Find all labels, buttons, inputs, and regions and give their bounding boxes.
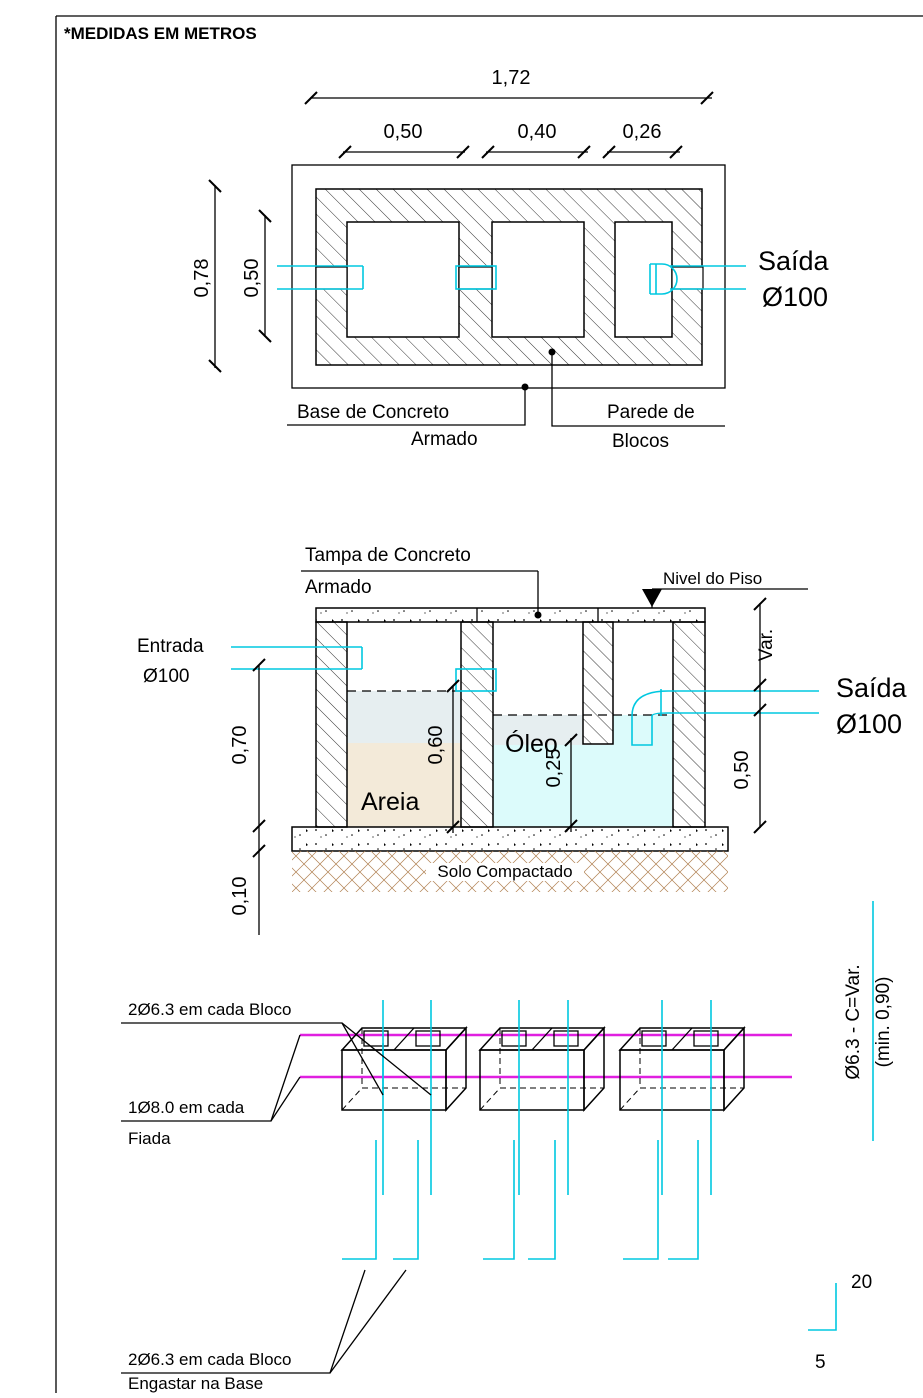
dim-070: 0,70: [229, 726, 251, 765]
lid-label-line1: Tampa de Concreto: [305, 545, 471, 566]
lid-label-line2: Armado: [305, 577, 372, 598]
oil-layer-left: [347, 691, 461, 743]
floor-level-marker: [642, 589, 662, 607]
block-1: [340, 1026, 468, 1112]
dim-chamber-3: 0,26: [623, 121, 662, 143]
section-view: Solo Compactado Entrada Ø100 Saída Ø100 …: [137, 545, 908, 935]
units-note: *MEDIDAS EM METROS: [64, 24, 257, 43]
section-left-wall: [315, 621, 348, 828]
rebar-detail: Ø6.3 - C=Var. (min. 0,90) 20 5 2Ø6.3 em …: [121, 901, 894, 1393]
dim-chamber-1: 0,50: [384, 121, 423, 143]
floor-level-label: Nivel do Piso: [663, 569, 762, 588]
wall-leader: [551, 352, 725, 427]
plan-outlet-label: Saída: [758, 246, 830, 276]
plan-middle-pipe: [455, 265, 497, 290]
dim-inner-height: 0,50: [241, 259, 263, 298]
base-label-line2: Armado: [411, 429, 478, 450]
sand-layer: [347, 743, 461, 827]
plan-outlet-elbow: [649, 263, 678, 295]
plan-base-outline: [291, 164, 726, 389]
hook-bottom: 5: [815, 1352, 826, 1373]
dim-010: 0,10: [229, 877, 251, 916]
dim-outer-height: 0,78: [191, 259, 213, 298]
anchor-label-line1: 2Ø6.3 em cada Bloco: [128, 1350, 291, 1369]
wall-label-line2: Blocos: [612, 431, 669, 452]
anchor-label-line2: Engastar na Base: [128, 1374, 263, 1393]
dim-060: 0,60: [425, 726, 447, 765]
sand-label: Areia: [361, 788, 419, 816]
block-2: [478, 1026, 606, 1112]
dim-total: 1,72: [492, 67, 531, 89]
dim-chamber-2: 0,40: [518, 121, 557, 143]
plan-block-walls: [315, 188, 703, 366]
inlet-diameter: Ø100: [143, 666, 189, 687]
horizontal-bar-label-line2: Fiada: [128, 1129, 171, 1148]
dim-var: Var.: [756, 629, 777, 661]
wall-label-line1: Parede de: [607, 402, 695, 423]
horizontal-bar-label-line1: 1Ø8.0 em cada: [128, 1098, 245, 1117]
concrete-lid: [315, 607, 706, 623]
oil-layer: [493, 715, 583, 745]
dim-050: 0,50: [731, 751, 753, 790]
section-baffle: [582, 621, 614, 745]
vertical-bars: [382, 1000, 712, 1195]
plan-view: 1,72 0,50 0,40 0,26 0,78 0,50: [191, 67, 830, 452]
section-middle-wall: [460, 621, 494, 828]
base-label-line1: Base de Concreto: [297, 402, 449, 423]
water-layer: [493, 745, 673, 827]
plan-outlet-diameter: Ø100: [762, 282, 828, 312]
oil-label: Óleo: [505, 729, 558, 758]
dim-025: 0,25: [543, 749, 565, 788]
hook-detail: [808, 1283, 837, 1331]
soil-label: Solo Compactado: [437, 862, 572, 881]
section-outlet-label: Saída: [836, 673, 908, 703]
bar-spec-line2: (min. 0,90): [873, 977, 894, 1068]
block-3: [618, 1026, 746, 1112]
inlet-label: Entrada: [137, 636, 204, 657]
anchor-bars: [342, 1140, 699, 1260]
vertical-bars-label: 2Ø6.3 em cada Bloco: [128, 1000, 291, 1019]
hook-length: 20: [851, 1272, 872, 1293]
section-middle-pipe: [455, 668, 497, 692]
base-leader: [287, 387, 526, 426]
concrete-base: [291, 826, 729, 852]
section-outlet-diameter: Ø100: [836, 709, 902, 739]
bar-spec-line1: Ø6.3 - C=Var.: [843, 964, 864, 1079]
section-right-wall: [672, 621, 706, 828]
